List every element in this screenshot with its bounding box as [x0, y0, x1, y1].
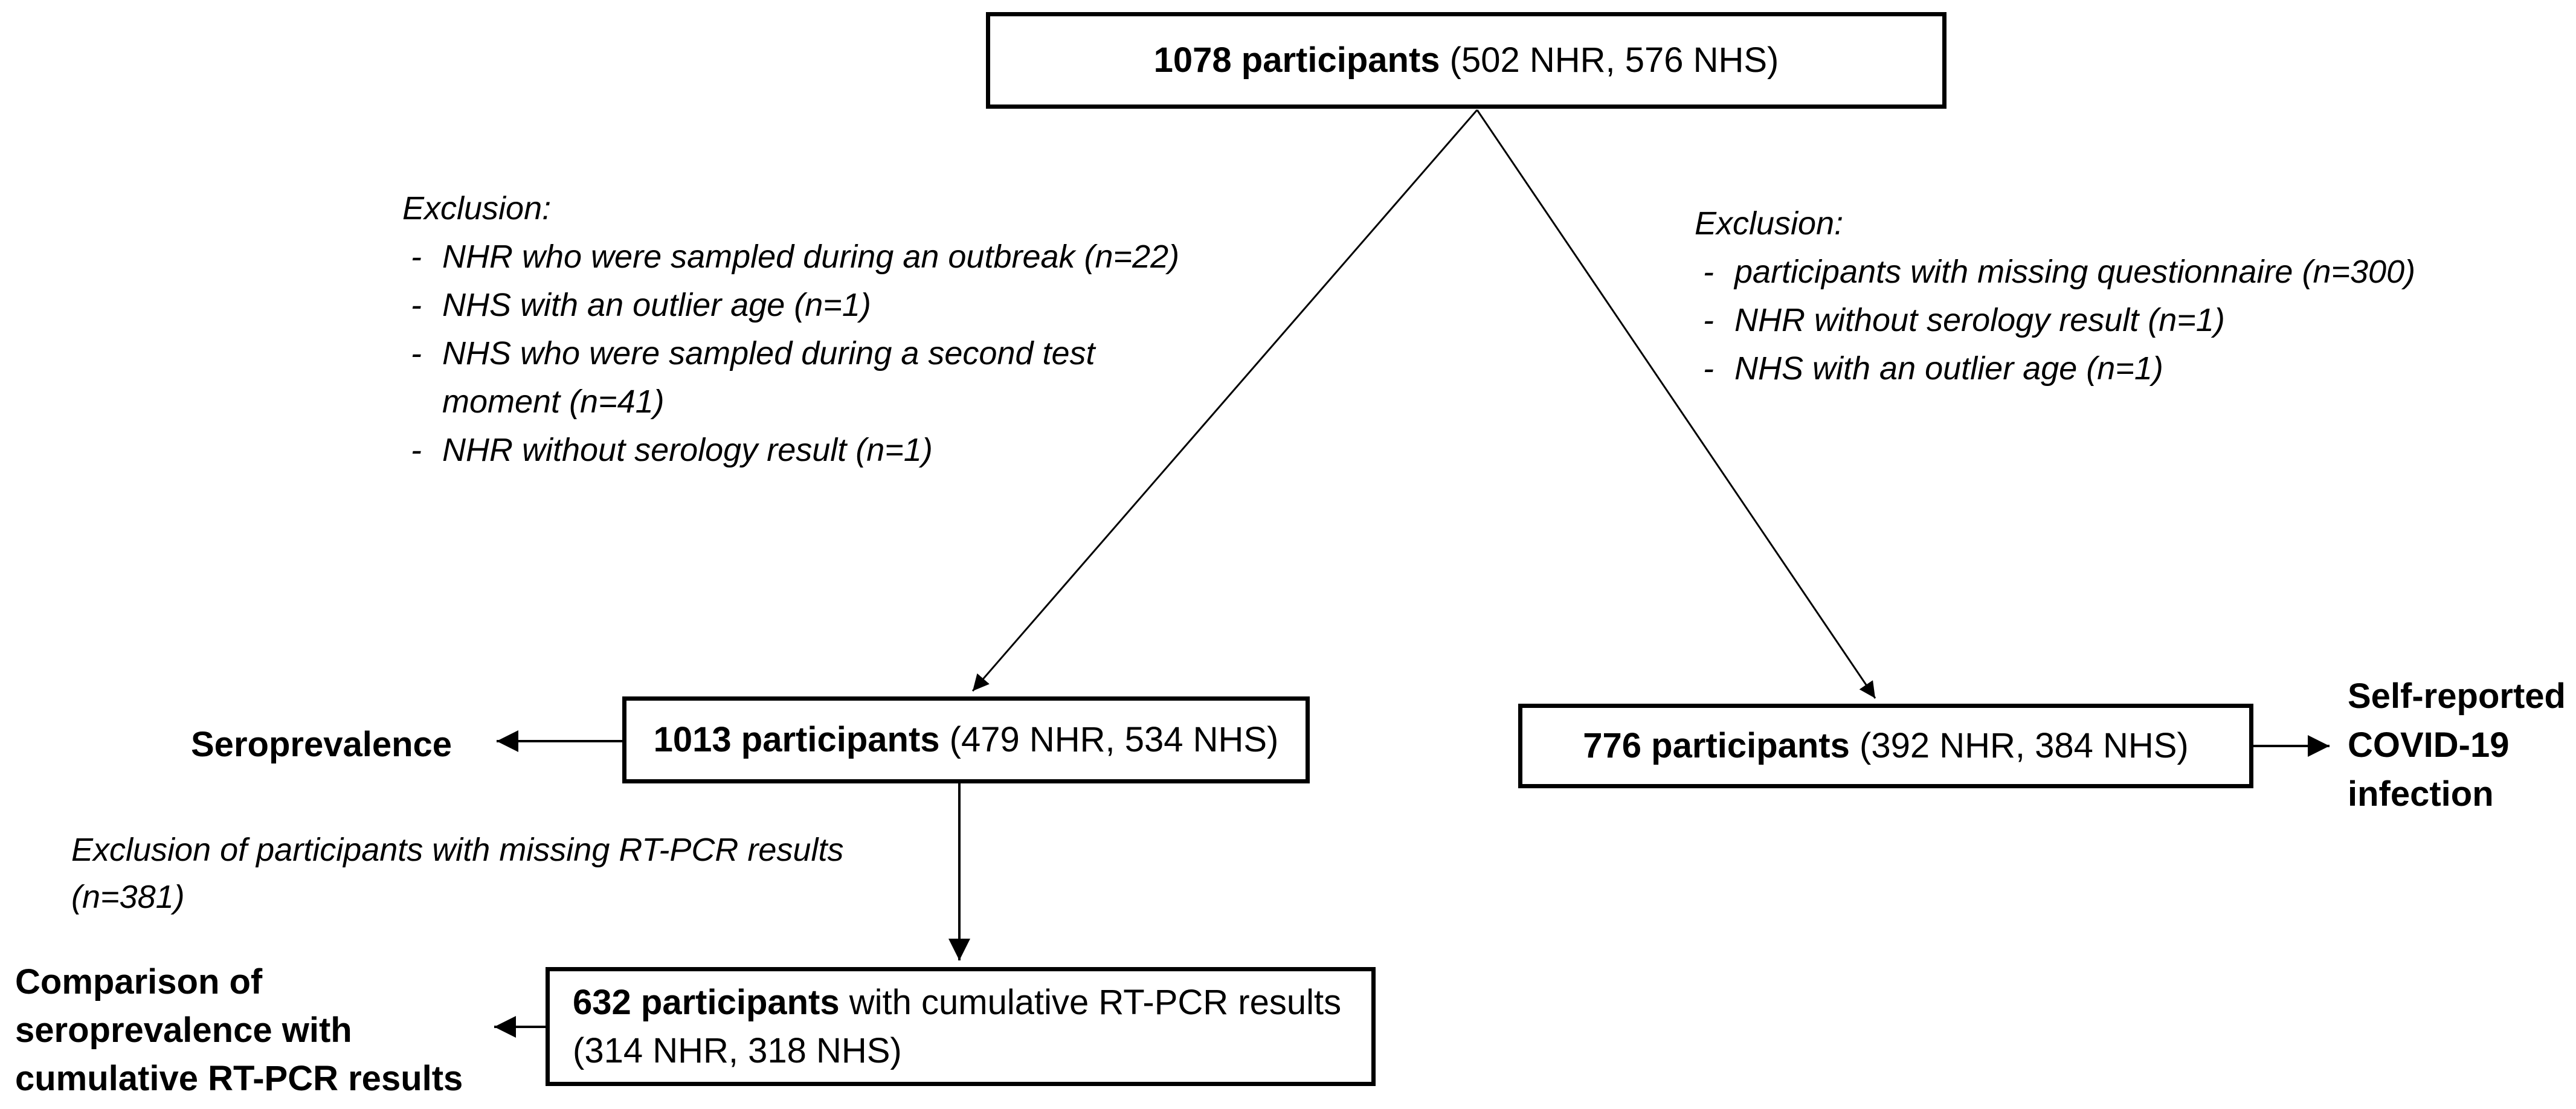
bullet-dash: -: [1703, 254, 1714, 290]
selfreport-label: Self-reported COVID-19 infection: [2348, 677, 2566, 814]
node-776-count: 776 participants: [1583, 726, 1850, 765]
exclusion-left-item-text: NHR who were sampled during an outbreak …: [442, 239, 1180, 275]
bullet-dash: -: [411, 287, 422, 323]
exclusion-left-item: - NHR without serology result (n=1): [402, 426, 1179, 474]
exclusion-right-title: Exclusion:: [1695, 205, 1844, 242]
node-1013-count: 1013 participants: [653, 720, 940, 759]
exclusion-left-item: - NHS who were sampled during a second t…: [402, 329, 1179, 426]
node-1078-detail: (502 NHR, 576 NHS): [1440, 40, 1779, 80]
node-632-line2: (314 NHR, 318 NHS): [573, 1030, 902, 1070]
exclusion-left-item: - NHR who were sampled during an outbrea…: [402, 233, 1179, 281]
exclusion-left-item-text: NHS with an outlier age (n=1): [442, 287, 871, 323]
node-776-text: 776 participants (392 NHR, 384 NHS): [1583, 722, 2189, 770]
exclusion-right-item: - NHR without serology result (n=1): [1695, 296, 2415, 344]
node-1013-text: 1013 participants (479 NHR, 534 NHS): [654, 716, 1279, 764]
bullet-dash: -: [411, 335, 422, 371]
node-1078-participants: 1078 participants (502 NHR, 576 NHS): [986, 12, 1946, 109]
bullet-dash: -: [411, 432, 422, 468]
exclusion-left-item-text: NHS who were sampled during a second tes…: [442, 335, 1095, 420]
comparison-label: Comparison of seroprevalence with cumula…: [15, 962, 463, 1098]
exclusion-right-item: - participants with missing questionnair…: [1695, 248, 2415, 296]
node-1013-detail: (479 NHR, 534 NHS): [939, 720, 1279, 759]
node-776-participants: 776 participants (392 NHR, 384 NHS): [1518, 704, 2253, 788]
exclusion-list-left: Exclusion: - NHR who were sampled during…: [402, 184, 1179, 474]
exclusion-list-right: Exclusion: - participants with missing q…: [1695, 199, 2415, 393]
node-632-count: 632 participants: [573, 982, 840, 1022]
bullet-dash: -: [411, 239, 422, 275]
exclusion-right-item-text: participants with missing questionnaire …: [1734, 254, 2416, 290]
exclusion-left-item: - NHS with an outlier age (n=1): [402, 281, 1179, 329]
exclusion-left-item-text: NHR without serology result (n=1): [442, 432, 933, 468]
arrow-top-to-seroprevalence-box: [971, 109, 1478, 692]
arrow-top-to-selfreport-box: [1476, 109, 1876, 699]
node-776-detail: (392 NHR, 384 NHS): [1849, 726, 2189, 765]
node-632-line1: 632 participants with cumulative RT-PCR …: [573, 979, 1341, 1027]
exclusion-right-item-text: NHR without serology result (n=1): [1734, 302, 2225, 338]
node-1013-participants: 1013 participants (479 NHR, 534 NHS): [622, 696, 1310, 783]
pcr-exclusion-note: Exclusion of participants with missing R…: [71, 832, 844, 915]
bullet-dash: -: [1703, 350, 1714, 387]
bullet-dash: -: [1703, 302, 1714, 338]
seroprevalence-label: Seroprevalence: [191, 725, 452, 764]
node-632-participants: 632 participants with cumulative RT-PCR …: [546, 967, 1376, 1086]
node-1078-text: 1078 participants (502 NHR, 576 NHS): [1154, 36, 1779, 85]
exclusion-left-title: Exclusion:: [402, 190, 552, 227]
node-1078-count: 1078 participants: [1153, 40, 1440, 80]
node-632-detail: with cumulative RT-PCR results: [839, 982, 1342, 1022]
exclusion-right-item: - NHS with an outlier age (n=1): [1695, 344, 2415, 393]
exclusion-right-item-text: NHS with an outlier age (n=1): [1734, 350, 2163, 387]
